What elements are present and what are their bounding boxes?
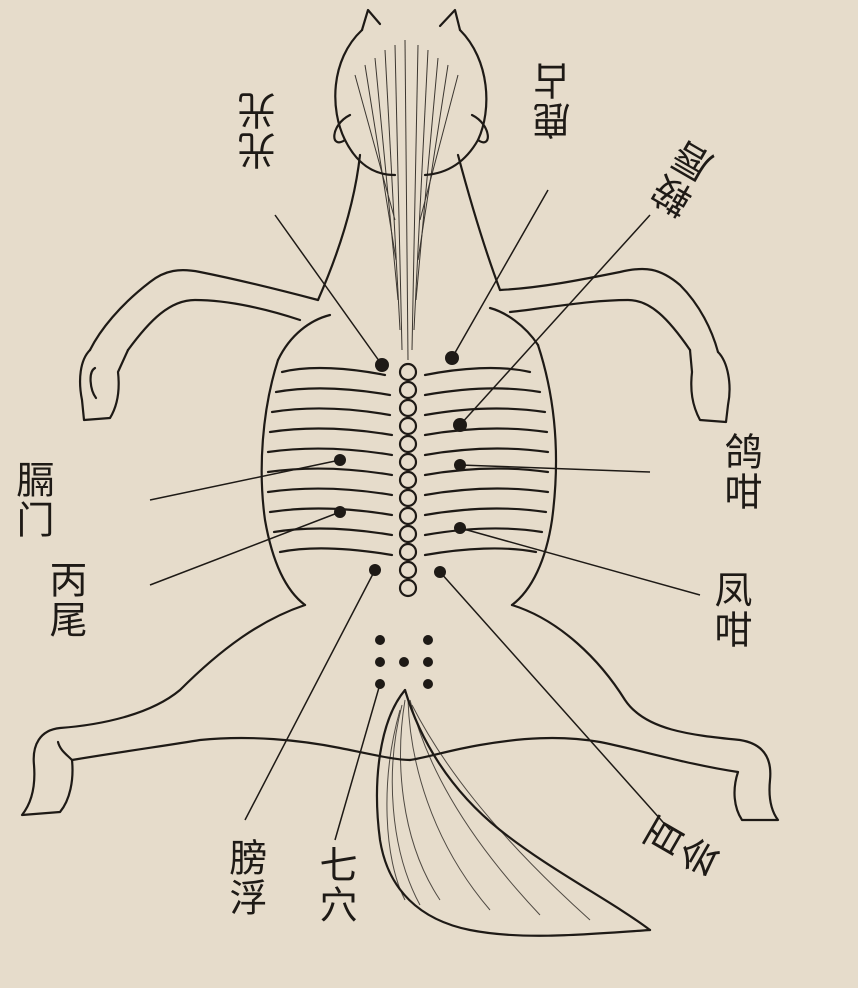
acupoint [334,506,346,518]
label-top-left: 光光 [240,90,280,170]
neck-left [318,155,360,300]
label-bottom-left: 膀浮 [225,838,265,918]
body-left [262,360,305,605]
left-foreleg [90,270,318,350]
tail-strokes [387,700,590,920]
acupoint [399,657,409,667]
acupoint [423,657,433,667]
label-right-upper: 鸽咁 [720,432,760,512]
mane-strokes [355,40,458,360]
label-right-lower: 凤咁 [710,570,750,650]
acupoint [375,635,385,645]
neck-right [458,155,500,290]
right-ear [440,10,460,30]
head-outline [335,30,395,175]
label-left-upper: 膈门 [12,460,52,540]
spine [400,364,416,596]
label-bottom-mid: 七穴 [315,845,355,925]
label-left-lower: 丙尾 [45,560,85,640]
acupoint [375,657,385,667]
label-top-mid: 鹿占 [535,60,575,140]
acupoint [423,679,433,689]
acupoint [423,635,433,645]
left-ear [362,10,380,30]
right-foreleg [500,269,718,352]
body-right [512,345,556,605]
